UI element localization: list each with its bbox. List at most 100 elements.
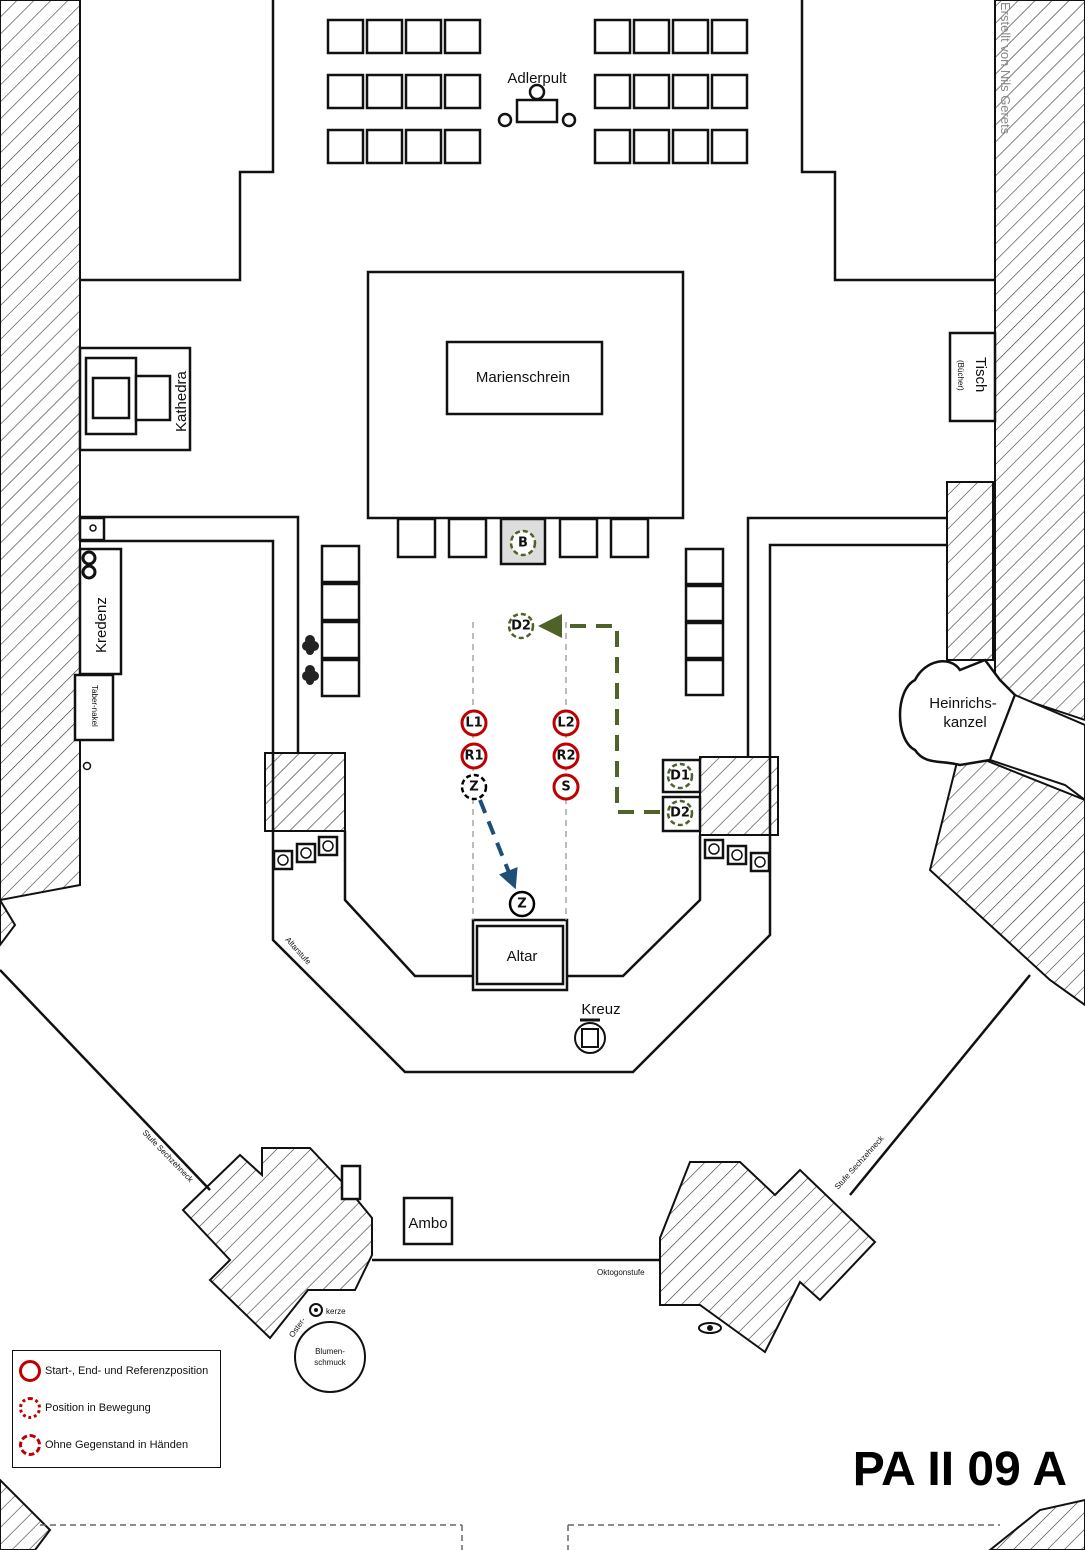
chair bbox=[684, 658, 725, 697]
tisch bbox=[948, 331, 997, 423]
marienschrein-label: Marienschrein bbox=[476, 369, 570, 386]
marker-label: Z bbox=[517, 897, 526, 912]
legend-label: Ohne Gegenstand in Händen bbox=[45, 1439, 189, 1451]
stall-seat bbox=[671, 18, 710, 55]
chair bbox=[320, 582, 361, 622]
candle-icon bbox=[726, 844, 748, 866]
stall-seat bbox=[671, 128, 710, 165]
stairs bbox=[946, 481, 994, 661]
bottom-left-wall bbox=[0, 1478, 52, 1550]
solid-circle-icon bbox=[19, 1360, 41, 1382]
kreuz: Kreuz bbox=[574, 1001, 621, 1054]
dashed-circle-icon bbox=[19, 1434, 41, 1456]
right-lower-wall bbox=[928, 748, 1085, 1007]
chair bbox=[396, 517, 437, 559]
oktogonstufe-label: Oktogonstufe bbox=[597, 1268, 645, 1277]
candle-icon bbox=[317, 835, 339, 857]
legend-label: Start-, End- und Referenzposition bbox=[45, 1365, 209, 1377]
seat-b bbox=[499, 517, 547, 566]
marker-label: L2 bbox=[557, 716, 574, 731]
candle-icon bbox=[749, 851, 771, 873]
stall-seat bbox=[710, 73, 749, 110]
legend-item-dashed: Ohne Gegenstand in Händen bbox=[19, 1434, 188, 1456]
stall-seat bbox=[365, 73, 404, 110]
pillar-left bbox=[264, 752, 346, 832]
marker-label: B bbox=[518, 536, 528, 551]
marker-d2: D2 bbox=[666, 799, 694, 827]
dotted-circle-icon bbox=[19, 1397, 41, 1419]
stufe-left-label: Stufe Sechzehneck bbox=[141, 1128, 196, 1185]
chair bbox=[684, 584, 725, 623]
tabernakel bbox=[73, 673, 115, 742]
ambo bbox=[402, 1196, 454, 1246]
left-wall bbox=[0, 0, 81, 902]
stall-seat bbox=[632, 18, 671, 55]
legend-label: Position in Bewegung bbox=[45, 1402, 151, 1414]
legend-item-dotted: Position in Bewegung bbox=[19, 1397, 151, 1419]
marker-label: L1 bbox=[465, 716, 482, 731]
stall-seat bbox=[632, 73, 671, 110]
marker-s: S bbox=[552, 773, 580, 801]
heinrichskanzel-label-1: Heinrichs- bbox=[929, 695, 997, 712]
marker-label: R2 bbox=[556, 749, 575, 764]
stall-seat bbox=[443, 73, 482, 110]
stall-seat bbox=[671, 73, 710, 110]
stall-seat bbox=[593, 73, 632, 110]
marker-label: Z bbox=[469, 780, 478, 795]
kredenz bbox=[78, 547, 123, 676]
stall-seat bbox=[365, 128, 404, 165]
stall-seat bbox=[443, 18, 482, 55]
chair bbox=[320, 620, 361, 660]
chair bbox=[320, 544, 361, 584]
choir-stalls bbox=[326, 18, 749, 165]
chair bbox=[558, 517, 599, 559]
marker-r1: R1 bbox=[460, 742, 488, 770]
pillar-right-lower bbox=[659, 1161, 877, 1354]
marker-label: D1 bbox=[670, 769, 690, 784]
marker-b: B bbox=[509, 529, 537, 557]
blumenschmuck-label-2: schmuck bbox=[314, 1358, 347, 1367]
pillar-right bbox=[699, 756, 779, 836]
marker-label: R1 bbox=[464, 749, 483, 764]
kreuz-label: Kreuz bbox=[581, 1001, 620, 1018]
marker-l1: L1 bbox=[460, 709, 488, 737]
marker-label: D2 bbox=[511, 619, 531, 634]
adlerpult: Adlerpult bbox=[497, 70, 577, 128]
osterkerze-label-2: kerze bbox=[326, 1307, 346, 1316]
tisch-label: Tisch bbox=[972, 357, 989, 392]
candle-icon bbox=[272, 849, 294, 871]
marker-label: S bbox=[561, 780, 570, 795]
right-wall bbox=[994, 0, 1085, 722]
chairs bbox=[320, 517, 725, 698]
stall-seat bbox=[710, 18, 749, 55]
stall-seat bbox=[326, 128, 365, 165]
marker-d1: D1 bbox=[666, 762, 694, 790]
candle-icon bbox=[295, 842, 317, 864]
altar-label: Altar bbox=[507, 948, 538, 965]
chair bbox=[320, 658, 361, 698]
heinrichskanzel: Heinrichs- kanzel bbox=[898, 658, 1085, 802]
page-title: PA II 09 A bbox=[852, 1443, 1067, 1496]
stall-seat bbox=[404, 18, 443, 55]
blumenschmuck-label-1: Blumen- bbox=[315, 1347, 345, 1356]
stall-seat bbox=[404, 128, 443, 165]
kredenz-label: Kredenz bbox=[93, 597, 110, 653]
left-corner-wall bbox=[0, 898, 17, 947]
marker-label: D2 bbox=[670, 806, 690, 821]
ambo-label: Ambo bbox=[408, 1215, 447, 1232]
adlerpult-label: Adlerpult bbox=[507, 70, 567, 87]
marker-z-end: Z bbox=[508, 890, 536, 918]
eye-icon bbox=[698, 1322, 722, 1334]
stall-seat bbox=[632, 128, 671, 165]
tisch-sub-label: (Bücher) bbox=[956, 360, 965, 391]
stall-seat bbox=[710, 128, 749, 165]
marker-r2: R2 bbox=[552, 742, 580, 770]
legend-item-solid: Start-, End- und Referenzposition bbox=[19, 1360, 208, 1382]
marienschrein bbox=[445, 340, 604, 416]
chair bbox=[447, 517, 488, 559]
stall-seat bbox=[326, 18, 365, 55]
heinrichskanzel-label-2: kanzel bbox=[943, 714, 986, 731]
